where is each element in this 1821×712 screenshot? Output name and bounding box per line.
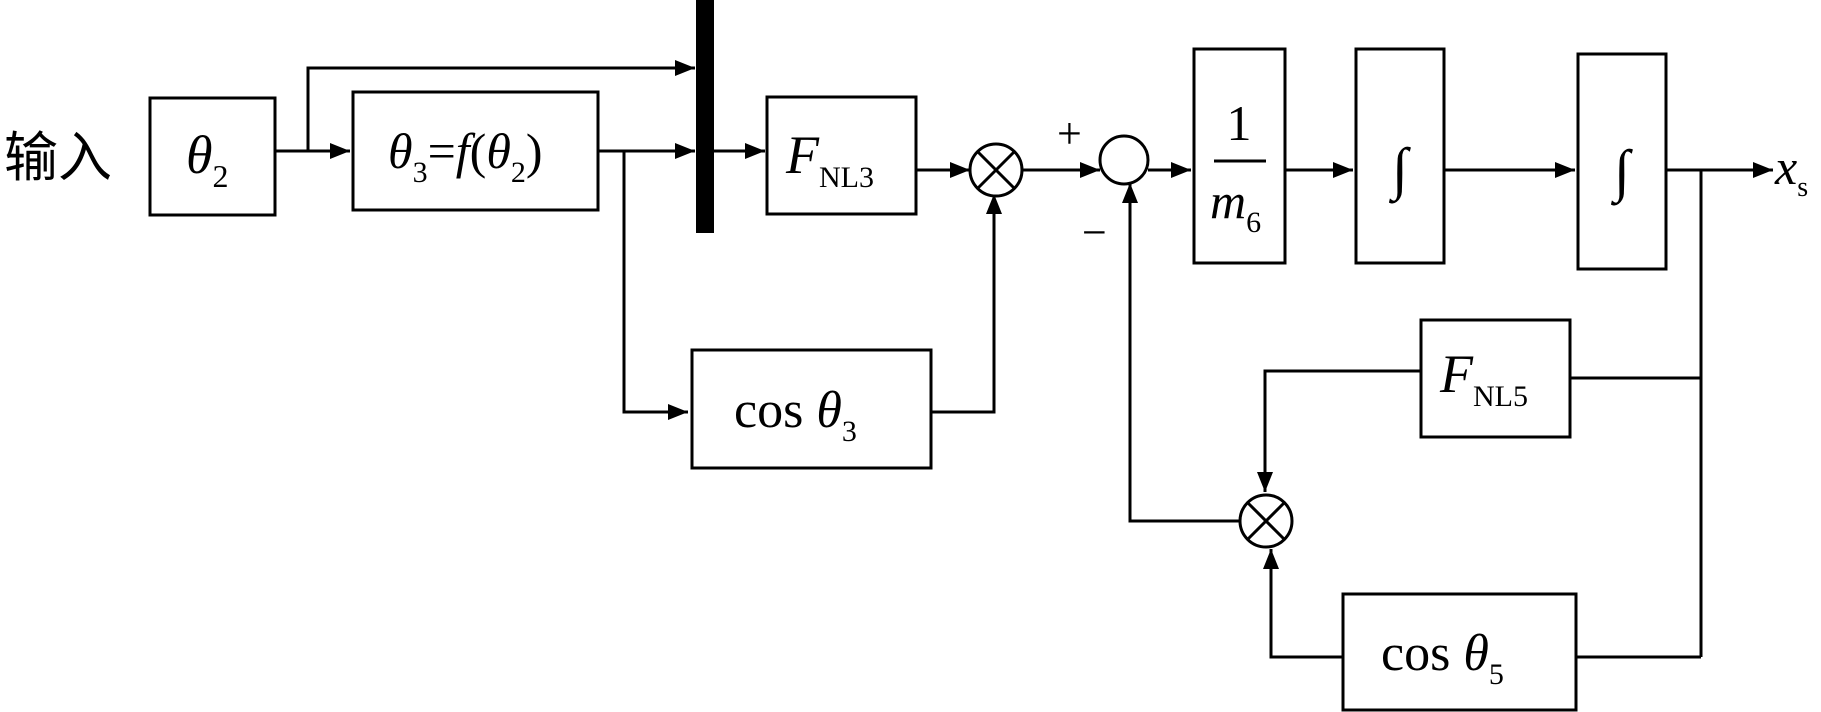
wire-theta3-to-cos3: [622, 151, 688, 420]
integrator-1: ∫: [1354, 47, 1446, 265]
theta2-label: θ2: [186, 125, 229, 194]
cos-theta5-block: cos θ5: [1341, 592, 1578, 712]
summing-junction-circle: [1098, 134, 1150, 186]
input-label: 输入: [4, 126, 112, 189]
cos-theta5-label: cos θ5: [1381, 625, 1504, 691]
summing-junction: + −: [1057, 109, 1150, 257]
summer-plus-sign: +: [1057, 109, 1082, 158]
multiplier-2-cross-b: [1246, 501, 1286, 541]
multiplier-1: [968, 142, 1024, 198]
fnl5-box: [1419, 318, 1572, 439]
wire-cos3-to-mult1: [931, 194, 1002, 414]
gain-block: 1 m6: [1192, 47, 1287, 265]
cos-theta3-label: cos θ3: [734, 382, 857, 448]
fnl3-box: [765, 95, 918, 216]
multiplier-1-cross-b: [976, 150, 1016, 190]
wire-fnl5-to-mult2: [1257, 369, 1421, 492]
theta3-function-block: θ3=f(θ2): [351, 90, 600, 212]
gain-box: [1192, 47, 1287, 265]
gain-denominator: m6: [1210, 173, 1261, 239]
fnl5-label: FNL5: [1439, 344, 1528, 413]
gain-numerator: 1: [1227, 95, 1252, 151]
theta2-box: [148, 96, 277, 217]
cos-theta3-block: cos θ3: [690, 348, 933, 470]
connection-lines: [275, 60, 1773, 659]
wire-theta2-to-mux: [306, 60, 695, 151]
output-label: xs: [1774, 139, 1808, 203]
multiplier-2: [1238, 493, 1294, 549]
wire-mult2-to-summer: [1122, 183, 1240, 523]
theta3-function-box: [351, 90, 600, 212]
integrator-1-box: [1354, 47, 1446, 265]
integrator-2-box: [1576, 52, 1668, 271]
theta3-function-label: θ3=f(θ2): [388, 123, 543, 189]
summer-minus-sign: −: [1082, 208, 1107, 257]
fnl3-block: FNL3: [765, 95, 918, 216]
cos-theta5-box: [1341, 592, 1578, 712]
theta2-block: θ2: [148, 96, 277, 217]
integrator-2-symbol: ∫: [1610, 138, 1633, 206]
mux-bar: [696, 0, 714, 233]
integrator-1-symbol: ∫: [1388, 136, 1411, 204]
cos-theta3-box: [690, 348, 933, 470]
fnl3-label: FNL3: [785, 125, 874, 194]
wire-cos5-to-mult2: [1263, 549, 1343, 659]
fnl5-block: FNL5: [1419, 318, 1572, 439]
integrator-2: ∫: [1576, 52, 1668, 271]
